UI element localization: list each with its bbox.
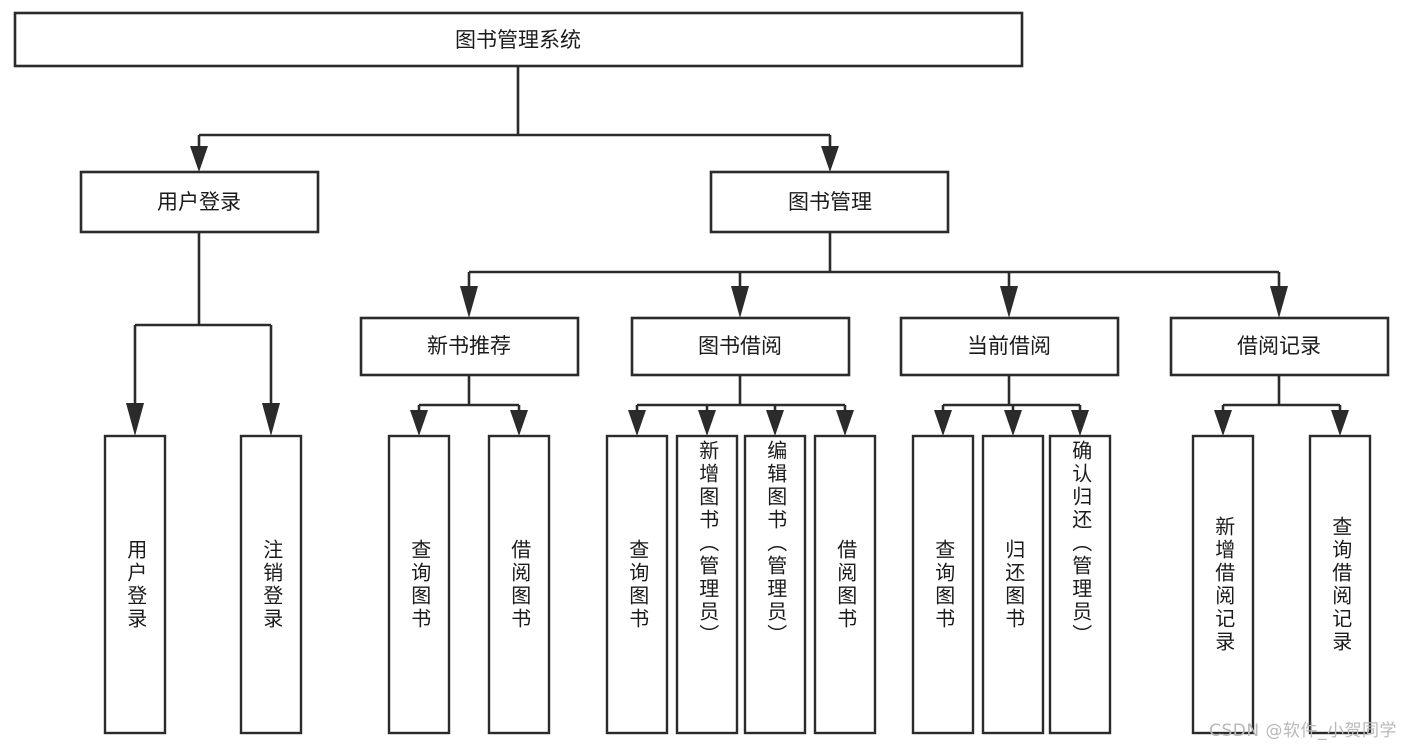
leaf-box-newbook-1[interactable] [387,434,451,735]
node-root[interactable]: 图书管理系统 [13,11,1024,68]
node-borrow-record[interactable]: 借阅记录 [1169,316,1390,377]
connector-group [126,66,1349,436]
leaf-box-newbook-2[interactable] [487,434,551,735]
node-root-box[interactable] [13,11,1024,68]
watermark-text: CSDN @软件_小贺同学 [1209,721,1397,741]
arrow-record-2 [1331,410,1349,436]
arrow-root-to-manage [821,146,839,172]
node-borrow-record-label: 借阅记录 [1237,334,1321,358]
arrow-record-1 [1214,410,1232,436]
leaf-box-current-2[interactable] [981,434,1045,735]
node-book-borrow-box[interactable] [630,316,851,377]
arrow-borrow-4 [836,410,854,436]
node-book-management-box[interactable] [709,170,950,234]
node-new-book-recommend-box[interactable] [359,316,580,377]
leaf-box-borrow-2[interactable] [675,434,739,735]
arrow-newbook-1 [410,410,428,436]
leaf-box-borrow-4[interactable] [813,434,877,735]
leaf-box-group [103,434,1372,735]
arrow-newbook-2 [510,410,528,436]
arrow-current-3 [1071,410,1089,436]
node-borrow-record-box[interactable] [1169,316,1390,377]
node-book-borrow[interactable]: 图书借阅 [630,316,851,377]
arrow-current-1 [934,410,952,436]
arrow-user-leaf-2 [262,403,280,436]
arrow-current-2 [1004,410,1022,436]
node-user-login[interactable]: 用户登录 [79,170,320,234]
arrow-manage-1 [460,286,478,318]
arrow-manage-3 [1000,286,1018,318]
node-current-borrow-box[interactable] [899,316,1120,377]
arrow-root-to-user [190,146,208,172]
node-current-borrow[interactable]: 当前借阅 [899,316,1120,377]
arrow-borrow-3 [766,410,784,436]
node-user-login-box[interactable] [79,170,320,234]
node-new-book-recommend-label: 新书推荐 [427,334,511,358]
node-book-management[interactable]: 图书管理 [709,170,950,234]
node-root-label: 图书管理系统 [455,28,581,52]
node-user-login-label: 用户登录 [157,190,241,214]
leaf-box-record-1[interactable] [1191,434,1255,735]
leaf-box-borrow-1[interactable] [605,434,669,735]
node-book-management-label: 图书管理 [788,190,872,214]
node-new-book-recommend[interactable]: 新书推荐 [359,316,580,377]
arrow-manage-4 [1270,286,1288,318]
leaf-box-user-login-2[interactable] [239,434,303,735]
node-current-borrow-label: 当前借阅 [967,334,1051,358]
arrow-borrow-2 [698,410,716,436]
arrow-manage-2 [731,286,749,318]
leaf-box-record-2[interactable] [1308,434,1372,735]
leaf-box-borrow-3[interactable] [743,434,807,735]
leaf-box-user-login-1[interactable] [103,434,167,735]
leaf-box-current-1[interactable] [911,434,975,735]
arrow-user-leaf-1 [126,403,144,436]
node-book-borrow-label: 图书借阅 [698,334,782,358]
arrow-borrow-1 [628,410,646,436]
leaf-box-current-3[interactable] [1048,434,1112,735]
